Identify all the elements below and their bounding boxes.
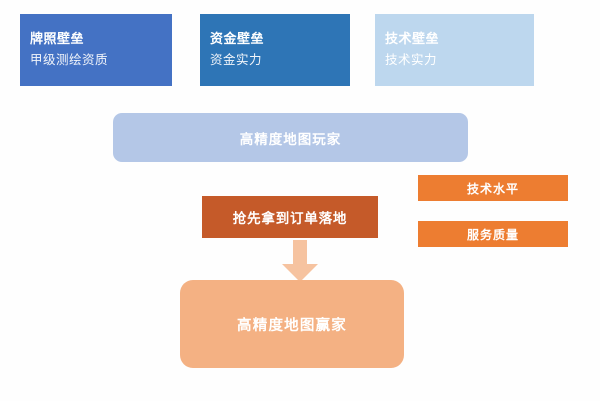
barrier-subtitle: 甲级测绘资质 bbox=[30, 52, 109, 67]
barrier-card-license: 牌照壁垒 甲级测绘资质 bbox=[20, 14, 172, 86]
factor-label: 技术水平 bbox=[466, 181, 519, 196]
factor-node-service-quality: 服务质量 bbox=[418, 221, 568, 247]
barrier-title: 资金壁垒 bbox=[210, 31, 265, 47]
players-label: 高精度地图玩家 bbox=[239, 131, 342, 147]
players-node: 高精度地图玩家 bbox=[113, 113, 468, 162]
barrier-subtitle: 资金实力 bbox=[210, 52, 263, 67]
barrier-card-capital: 资金壁垒 资金实力 bbox=[200, 14, 350, 86]
barrier-title: 牌照壁垒 bbox=[30, 31, 85, 47]
winner-label: 高精度地图赢家 bbox=[237, 317, 347, 334]
barrier-subtitle: 技术实力 bbox=[385, 52, 438, 67]
order-node: 抢先拿到订单落地 bbox=[202, 196, 378, 238]
factor-label: 服务质量 bbox=[466, 227, 519, 242]
order-label: 抢先拿到订单落地 bbox=[232, 211, 348, 226]
barrier-title: 技术壁垒 bbox=[385, 31, 440, 47]
factor-node-tech-level: 技术水平 bbox=[418, 175, 568, 201]
winner-node: 高精度地图赢家 bbox=[180, 280, 404, 368]
barrier-card-tech: 技术壁垒 技术实力 bbox=[375, 14, 534, 86]
down-arrow-icon bbox=[282, 240, 318, 282]
